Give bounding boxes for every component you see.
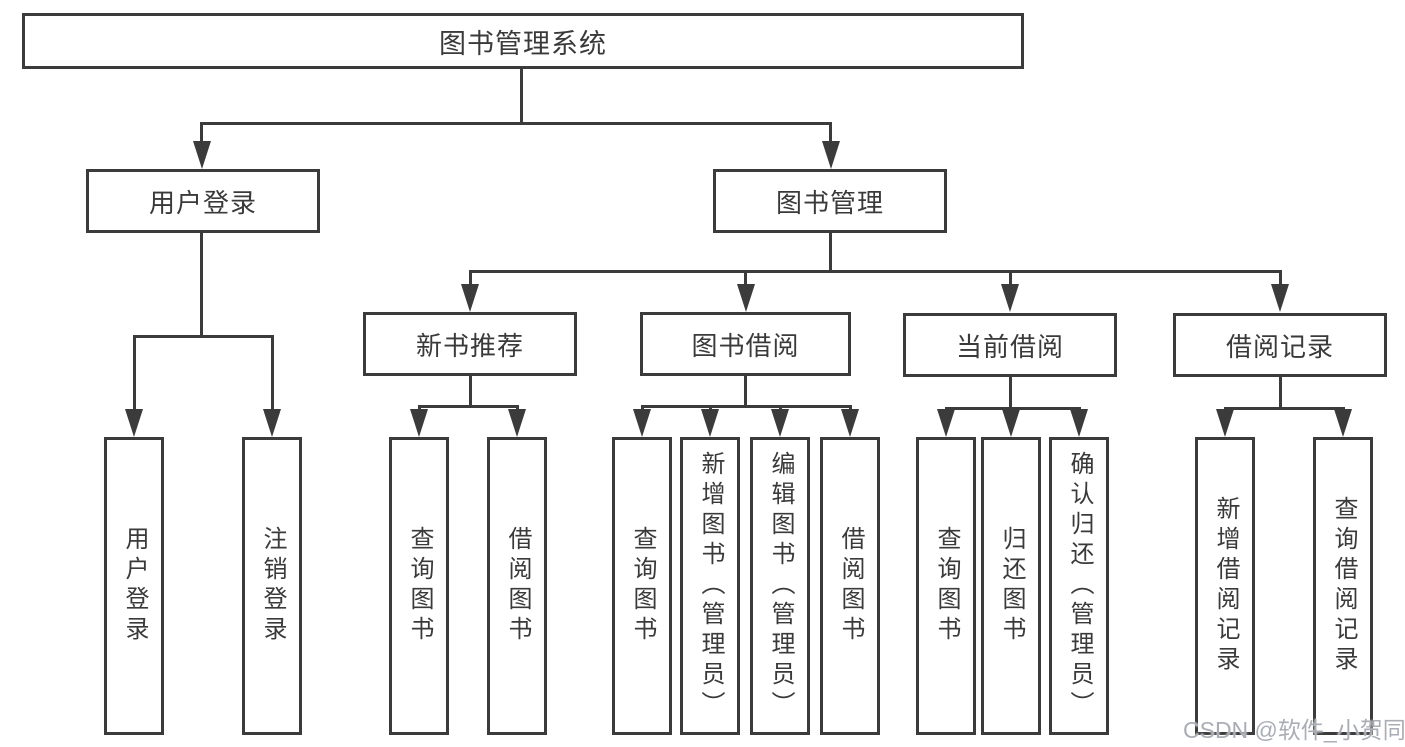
csdn-watermark: CSDN @软件_小贺同学 (1183, 717, 1405, 743)
line (200, 233, 203, 335)
line (200, 122, 203, 142)
leaf-return-books: 归还图书 (981, 437, 1041, 735)
leaf-confirm-return-admin: 确认归还（管理员） (1049, 437, 1109, 735)
node-user-login: 用户登录 (86, 169, 320, 233)
leaf-logout: 注销登录 (242, 437, 302, 735)
line (708, 405, 712, 411)
line (520, 68, 523, 122)
leaf-add-books-admin: 新增图书（管理员） (680, 437, 740, 735)
arrow-icon (841, 409, 859, 437)
line (132, 335, 274, 338)
arrow-icon (508, 409, 526, 437)
line (829, 122, 832, 142)
leaf-query-books-current: 查询图书 (916, 437, 976, 735)
node-new-book-recommend: 新书推荐 (363, 312, 577, 376)
line (132, 335, 136, 409)
line (468, 270, 472, 284)
leaf-query-books-borrowing: 查询图书 (612, 437, 672, 735)
arrow-icon (633, 409, 651, 437)
line (944, 407, 1081, 410)
line (828, 233, 832, 273)
node-current-borrowing: 当前借阅 (903, 313, 1117, 377)
line (515, 405, 519, 411)
arrow-icon (1271, 284, 1289, 312)
leaf-query-borrow-record: 查询借阅记录 (1313, 437, 1373, 735)
leaf-add-borrow-record: 新增借阅记录 (1195, 437, 1255, 735)
arrow-icon (410, 409, 428, 437)
line (270, 335, 274, 409)
arrow-icon (821, 141, 840, 169)
line (640, 405, 852, 408)
arrow-icon (461, 284, 479, 312)
line (417, 405, 519, 408)
arrow-icon (1334, 409, 1352, 437)
arrow-icon (736, 284, 755, 312)
line (468, 270, 1282, 273)
arrow-icon (937, 409, 955, 437)
arrow-icon (125, 409, 143, 437)
line (778, 405, 782, 411)
node-borrowing-records: 借阅记录 (1173, 313, 1387, 377)
line (744, 270, 747, 284)
line (1278, 377, 1282, 407)
line (468, 376, 472, 405)
leaf-query-books-recommend: 查询图书 (389, 437, 449, 735)
line (640, 405, 644, 411)
leaf-edit-books-admin: 编辑图书（管理员） (750, 437, 810, 735)
leaf-borrow-books: 借阅图书 (820, 437, 880, 735)
line (744, 376, 747, 405)
line (1223, 407, 1345, 410)
leaf-user-login: 用户登录 (104, 437, 164, 735)
arrow-icon (1001, 284, 1019, 312)
node-book-management: 图书管理 (713, 169, 947, 233)
arrow-icon (701, 409, 719, 437)
line (417, 405, 421, 411)
arrow-icon (1002, 409, 1020, 437)
arrow-icon (263, 409, 281, 437)
line (1008, 270, 1012, 284)
line (200, 122, 832, 125)
arrow-icon (1070, 409, 1088, 437)
line (848, 405, 852, 411)
line (1008, 377, 1012, 407)
leaf-borrow-books-recommend: 借阅图书 (487, 437, 547, 735)
arrow-icon (1216, 409, 1234, 437)
arrow-icon (192, 141, 211, 169)
node-book-borrowing: 图书借阅 (640, 312, 851, 376)
line (1278, 270, 1282, 284)
arrow-icon (771, 409, 789, 437)
node-library-management-system: 图书管理系统 (22, 13, 1024, 69)
